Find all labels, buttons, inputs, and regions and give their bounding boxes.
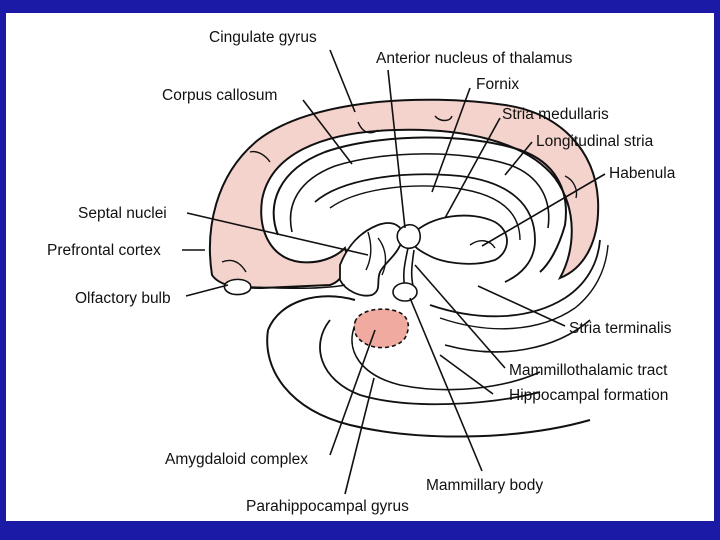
label-fornix: Fornix [476, 76, 519, 93]
label-stria-medullaris: Stria medullaris [502, 106, 609, 123]
thalamus-body [410, 214, 508, 265]
cingulate-cortex-region [209, 98, 600, 290]
label-hippocampal-formation: Hippocampal formation [509, 387, 668, 404]
label-septal-nuclei: Septal nuclei [78, 205, 167, 222]
anterior-nucleus-region [396, 223, 421, 250]
label-habenula: Habenula [609, 165, 676, 182]
fornix-tract [314, 173, 536, 283]
label-olfactory-bulb: Olfactory bulb [75, 290, 171, 307]
label-parahippocampal-gyrus: Parahippocampal gyrus [246, 498, 409, 515]
label-longitudinal-stria: Longitudinal stria [536, 133, 654, 150]
label-anterior-nucleus: Anterior nucleus of thalamus [376, 50, 573, 67]
left-frame-bar [0, 13, 6, 521]
stria-terminalis-tract [429, 239, 601, 318]
parahippocampal-region [266, 329, 591, 438]
label-stria-terminalis: Stria terminalis [569, 320, 672, 337]
label-mammillary-body: Mammillary body [426, 477, 543, 494]
top-frame-bar [0, 0, 720, 13]
label-mammillothalamic-tract: Mammillothalamic tract [509, 362, 668, 379]
label-prefrontal-cortex: Prefrontal cortex [47, 242, 161, 259]
label-corpus-callosum: Corpus callosum [162, 87, 277, 104]
leader-lines [182, 49, 606, 495]
label-amygdaloid-complex: Amygdaloid complex [165, 451, 308, 468]
amygdaloid-complex-region [353, 308, 409, 349]
septal-region [339, 222, 404, 297]
corpus-callosum-region [272, 136, 567, 273]
bottom-frame-bar [0, 521, 720, 540]
olfactory-bulb-shape [223, 278, 252, 296]
label-cingulate-gyrus: Cingulate gyrus [209, 29, 317, 46]
mammillary-body-region [392, 282, 418, 302]
right-frame-bar [714, 13, 720, 521]
